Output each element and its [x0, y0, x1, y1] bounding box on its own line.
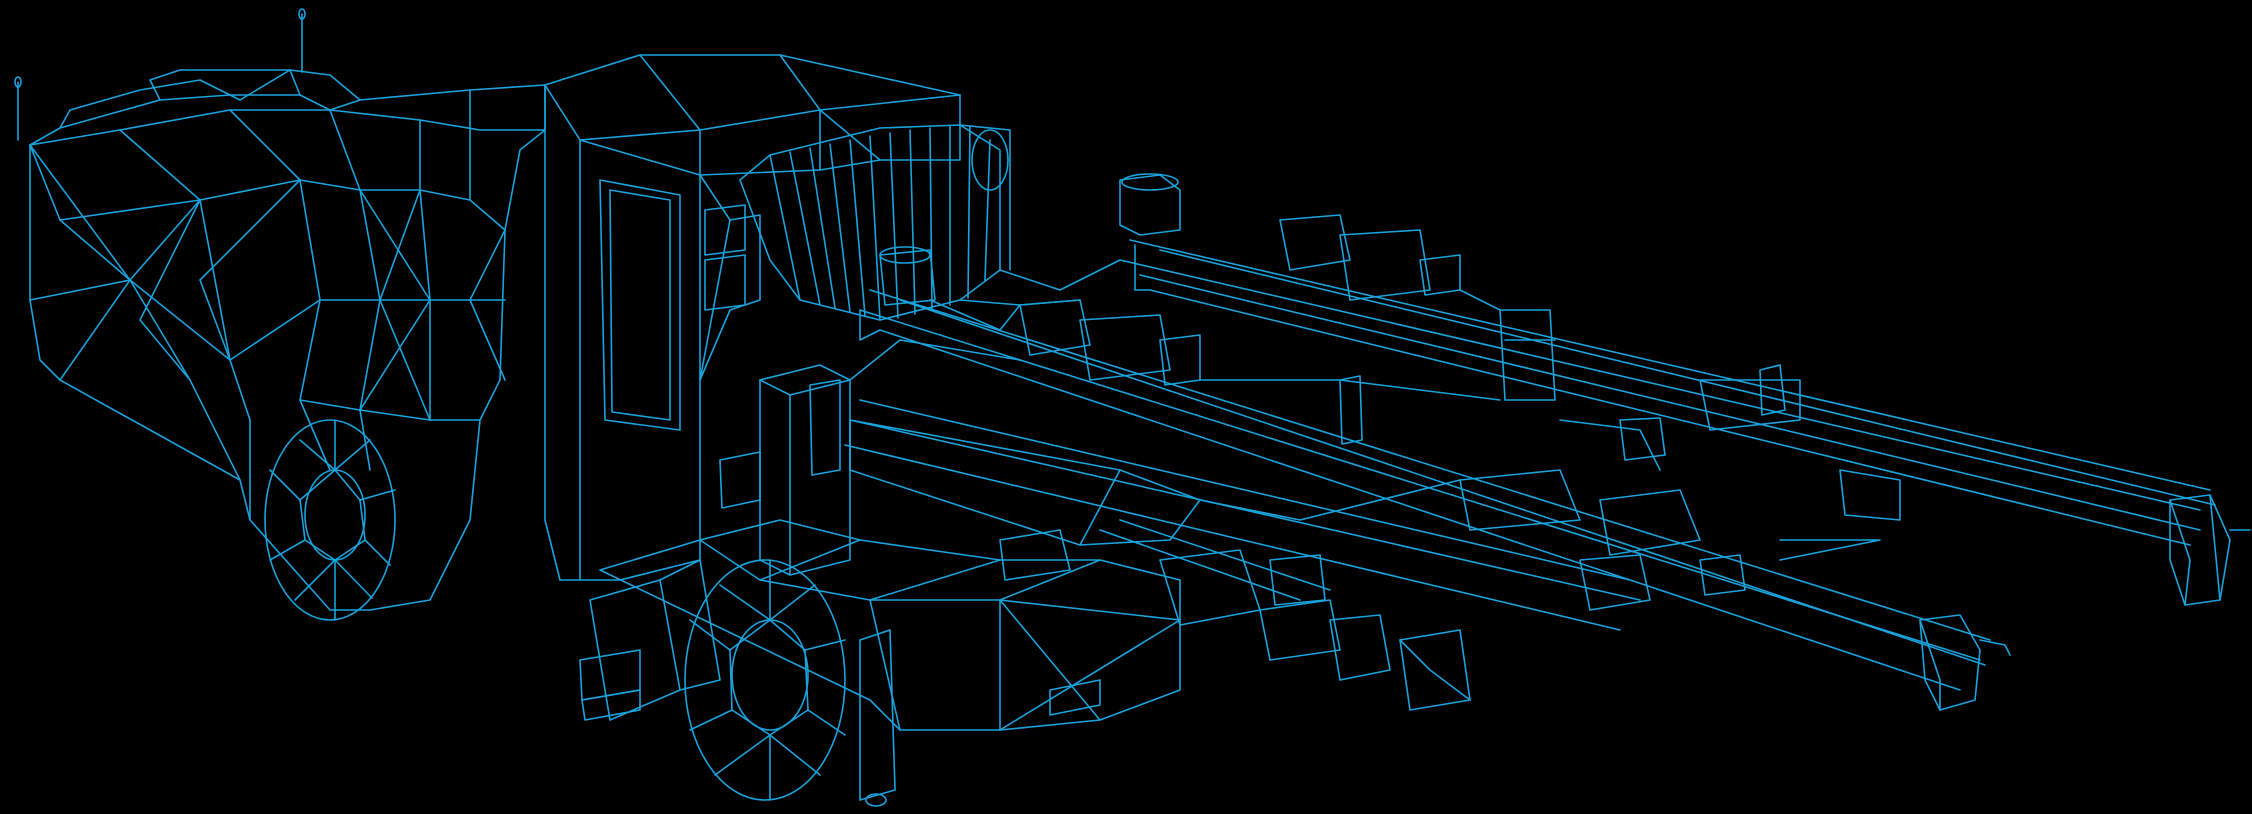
engine-housing: [29, 69, 546, 611]
boom-mount: [719, 246, 936, 576]
cab: [544, 54, 961, 581]
hoses: [849, 259, 1501, 521]
headlight-cage: [739, 124, 1011, 321]
upper-drill-boom[interactable]: [1119, 173, 2251, 606]
antennas: [14, 8, 306, 141]
drilling-rig-wireframe: [14, 8, 2251, 807]
lower-drill-boom[interactable]: [844, 399, 1651, 711]
rear-wheel: [264, 419, 396, 621]
front-wheel: [684, 559, 846, 801]
